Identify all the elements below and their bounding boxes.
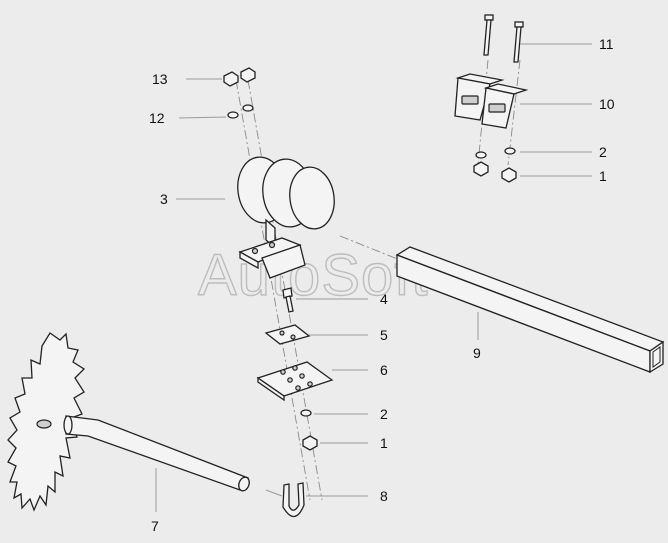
- disc-with-shaft-part-7: [7, 332, 250, 512]
- nut-part-13a: [223, 71, 239, 87]
- callout-8: 8: [380, 488, 388, 504]
- u-bolt-part-8: [282, 482, 305, 518]
- callout-12: 12: [149, 110, 165, 126]
- plate-part-6: [256, 361, 334, 402]
- watermark: AutoSoft: [198, 243, 428, 308]
- square-tube-part-9: [395, 246, 665, 374]
- callout-2-lower: 2: [380, 406, 388, 422]
- bolts-part-11: [483, 14, 524, 63]
- callout-10: 10: [599, 96, 615, 112]
- callout-7: 7: [151, 518, 159, 534]
- callout-1-upper: 1: [599, 168, 607, 184]
- top-fasteners: [223, 67, 256, 119]
- lower-fasteners: [300, 409, 318, 451]
- callout-9: 9: [473, 345, 481, 361]
- callout-6: 6: [380, 362, 388, 378]
- clamps-part-10: [454, 73, 529, 129]
- nut-part-13b: [240, 67, 256, 83]
- spring-coil-part-3: [237, 156, 335, 279]
- callout-13: 13: [152, 71, 168, 87]
- callout-3: 3: [160, 191, 168, 207]
- callout-5: 5: [380, 327, 388, 343]
- callout-2-upper: 2: [599, 144, 607, 160]
- plate-part-5: [264, 324, 311, 345]
- washer-part-12b: [242, 104, 254, 112]
- callout-labels: 13 12 3 11 10 2 1 4 5 6 9 2 1 8 7: [149, 36, 615, 534]
- callout-11: 11: [599, 36, 614, 52]
- bolt-part-4: [282, 287, 294, 313]
- washer-part-12a: [227, 111, 239, 119]
- callout-1-lower: 1: [380, 435, 388, 451]
- callout-4: 4: [380, 291, 388, 307]
- upper-right-fasteners: [473, 147, 517, 183]
- leader-lines: [155, 43, 592, 512]
